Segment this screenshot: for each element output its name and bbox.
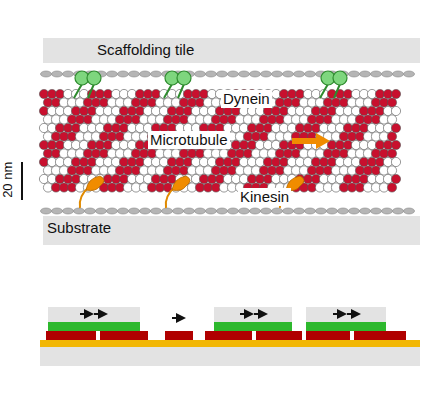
protein-label: Kinesin [238, 188, 291, 206]
dynein-motors [74, 71, 347, 98]
schematic-tiles [48, 307, 386, 322]
protein-rail [41, 71, 415, 214]
schematic-substrate [40, 340, 420, 347]
schematic-arrows [80, 314, 359, 318]
protein-label: Microtubule [148, 131, 230, 149]
schematic-base [40, 346, 420, 366]
kinesin-motors [80, 176, 304, 208]
band-label: Scaffolding tile [97, 41, 420, 59]
band-label: Substrate [47, 219, 420, 237]
substrate-band: Substrate [43, 216, 420, 245]
scaffolding-band: Scaffolding tile [43, 38, 420, 63]
protein-label: Dynein [221, 90, 272, 108]
scale-bar [21, 162, 23, 200]
schematic-microtubules [46, 331, 406, 340]
microtubule-lattice [39, 89, 400, 192]
schematic-dyneins [48, 322, 386, 331]
scale-label: 20 nm [0, 160, 16, 200]
